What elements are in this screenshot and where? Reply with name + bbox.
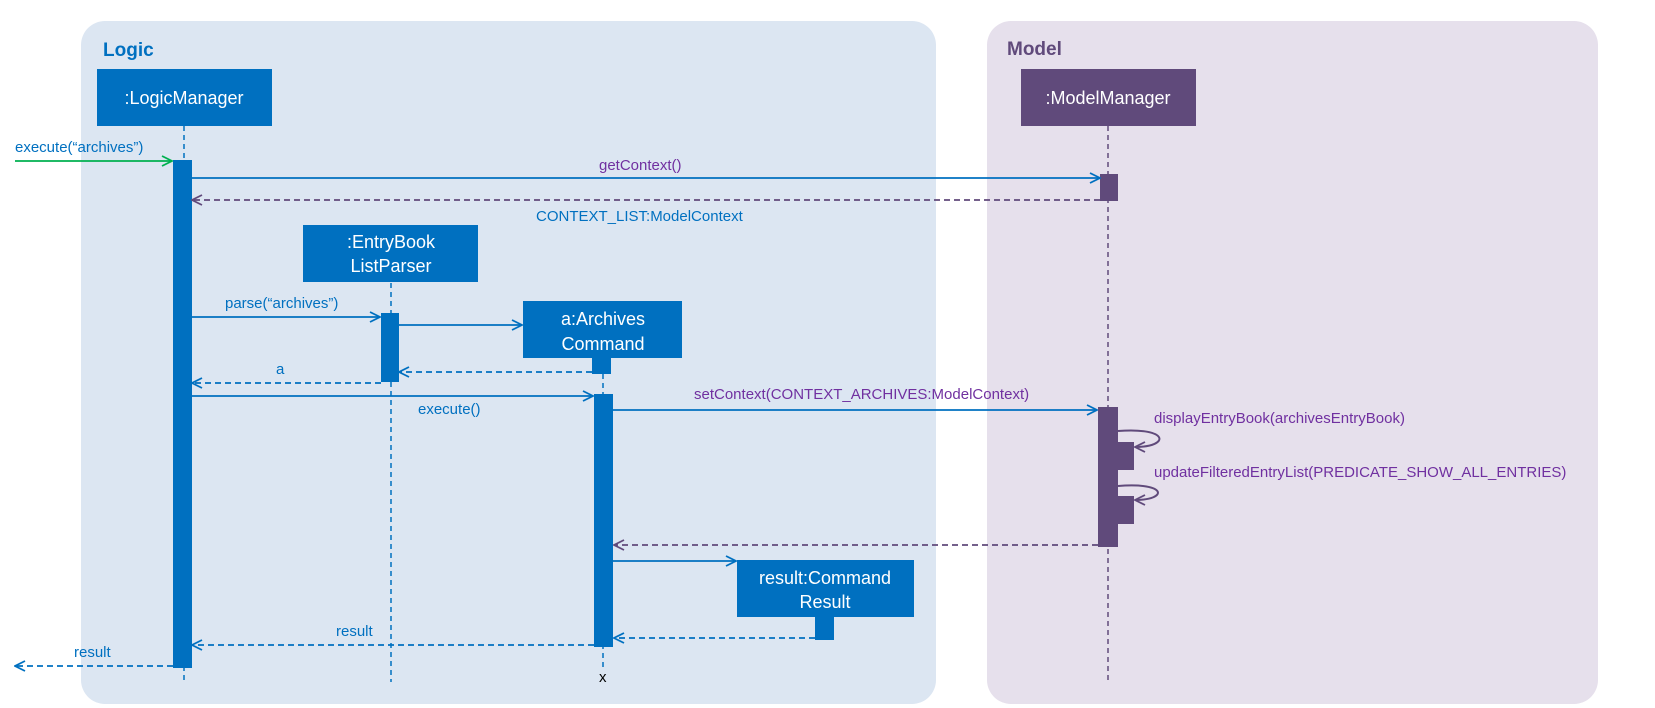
message-context-list-return-label: CONTEXT_LIST:ModelContext [536, 208, 744, 225]
logic-frame [81, 21, 936, 704]
destroy-mark: x [599, 669, 607, 686]
model-frame-title: Model [1007, 39, 1062, 60]
message-update-filtered-entry-list-label: updateFilteredEntryList(PREDICATE_SHOW_A… [1154, 464, 1566, 481]
activation-archives-command-constructor [592, 358, 611, 374]
activation-model-manager-get-context [1100, 174, 1118, 201]
participant-entry-book-list-parser-label-1: :EntryBook [347, 232, 436, 252]
activation-model-manager-set-context [1098, 407, 1118, 547]
logic-frame-title: Logic [103, 40, 154, 61]
activation-logic-manager [173, 160, 192, 668]
participant-model-manager: :ModelManager [1021, 69, 1196, 126]
participant-archives-command: a:Archives Command [523, 301, 682, 358]
participant-entry-book-list-parser: :EntryBook ListParser [303, 225, 478, 282]
message-return-result-inner-label: result [336, 623, 374, 640]
activation-model-manager-display-entry-book [1117, 442, 1134, 470]
activation-command-result [815, 617, 834, 640]
message-display-entry-book-arrow [1117, 429, 1161, 447]
message-set-context-label: setContext(CONTEXT_ARCHIVES:ModelContext… [694, 386, 1029, 403]
participant-archives-command-label-2: Command [561, 334, 644, 354]
participant-model-manager-label: :ModelManager [1045, 88, 1170, 108]
message-return-a-label: a [276, 361, 285, 378]
participant-logic-manager: :LogicManager [97, 69, 272, 126]
activation-archives-command-execute [594, 394, 613, 647]
activation-entry-book-list-parser [381, 313, 399, 382]
participant-entry-book-list-parser-label-2: ListParser [350, 256, 431, 276]
participant-archives-command-label-1: a:Archives [561, 309, 645, 329]
participant-command-result: result:Command Result [737, 560, 914, 617]
message-execute-label: execute() [418, 401, 481, 418]
model-frame [987, 21, 1598, 704]
message-update-filtered-entry-list-arrow [1117, 484, 1159, 500]
message-return-result-outer-label: result [74, 644, 112, 661]
participant-command-result-label-2: Result [799, 592, 850, 612]
message-parse-archives-label: parse(“archives”) [225, 295, 338, 312]
participant-logic-manager-label: :LogicManager [124, 88, 243, 108]
message-execute-archives-label: execute(“archives”) [15, 139, 143, 156]
activation-model-manager-update-filtered-list [1117, 496, 1134, 524]
message-get-context-label: getContext() [599, 157, 682, 174]
participant-command-result-label-1: result:Command [759, 568, 891, 588]
message-display-entry-book-label: displayEntryBook(archivesEntryBook) [1154, 410, 1405, 427]
